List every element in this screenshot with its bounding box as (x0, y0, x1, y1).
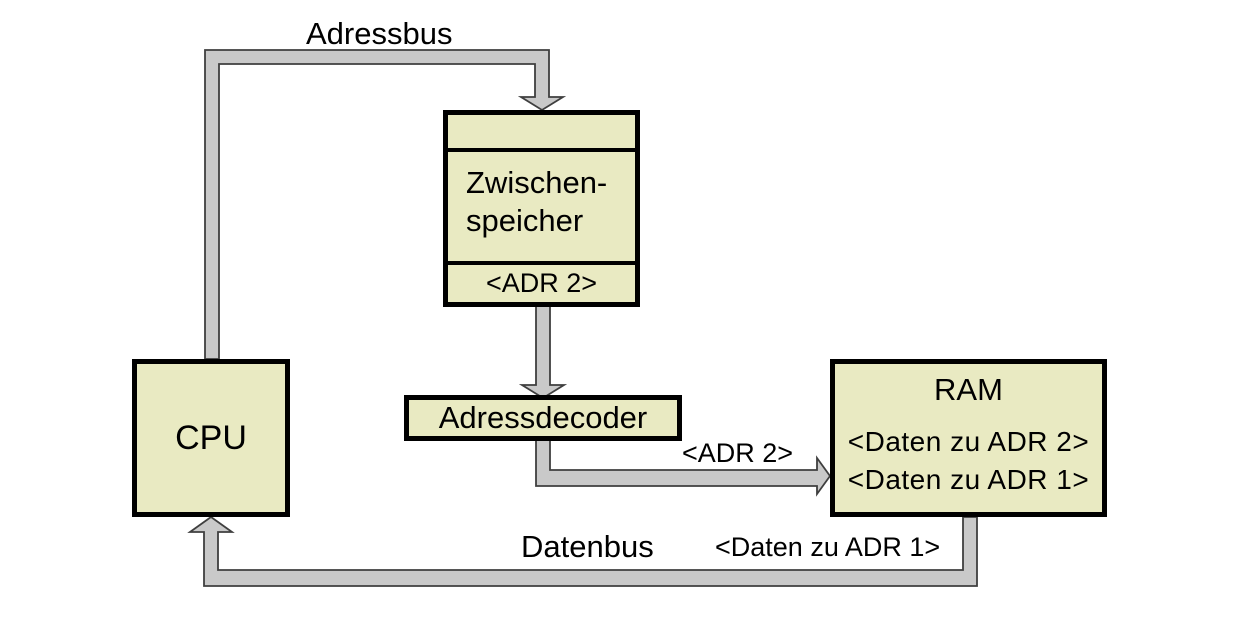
cpu-label: CPU (175, 418, 247, 457)
datenbus-label: Datenbus (521, 529, 654, 564)
adressdecoder-label: Adressdecoder (438, 400, 648, 435)
ram-data-row-adr2: <Daten zu ADR 2> (847, 426, 1090, 457)
cpu-box: CPU (132, 359, 290, 517)
zwischenspeicher-empty-section (448, 115, 635, 152)
ram-data-rows: <Daten zu ADR 2> <Daten zu ADR 1> (835, 423, 1102, 499)
zwischenspeicher-label-line2: speicher (466, 203, 584, 238)
zwischenspeicher-box: Zwischen- speicher <ADR 2> (443, 110, 640, 307)
ram-title: RAM (934, 372, 1003, 407)
zwischenspeicher-label: Zwischen- speicher (448, 152, 635, 265)
adressdecoder-box: Adressdecoder (404, 395, 682, 441)
ram-data-row-adr1: <Daten zu ADR 1> (847, 464, 1090, 495)
ram-box: RAM <Daten zu ADR 2> <Daten zu ADR 1> (830, 359, 1107, 517)
adressbus-label: Adressbus (306, 16, 453, 51)
daten-zu-adr1-bus-label: <Daten zu ADR 1> (715, 532, 941, 562)
zwischenspeicher-register: <ADR 2> (485, 268, 598, 298)
zwischenspeicher-to-adressdecoder-pipe (518, 305, 568, 400)
adr2-bus-label: <ADR 2> (682, 438, 794, 468)
datenbus-pipe (187, 515, 978, 587)
adressdecoder-to-ram-pipe (535, 439, 832, 497)
zwischenspeicher-label-line1: Zwischen- (466, 165, 608, 200)
adressbus-pipe (204, 49, 567, 360)
